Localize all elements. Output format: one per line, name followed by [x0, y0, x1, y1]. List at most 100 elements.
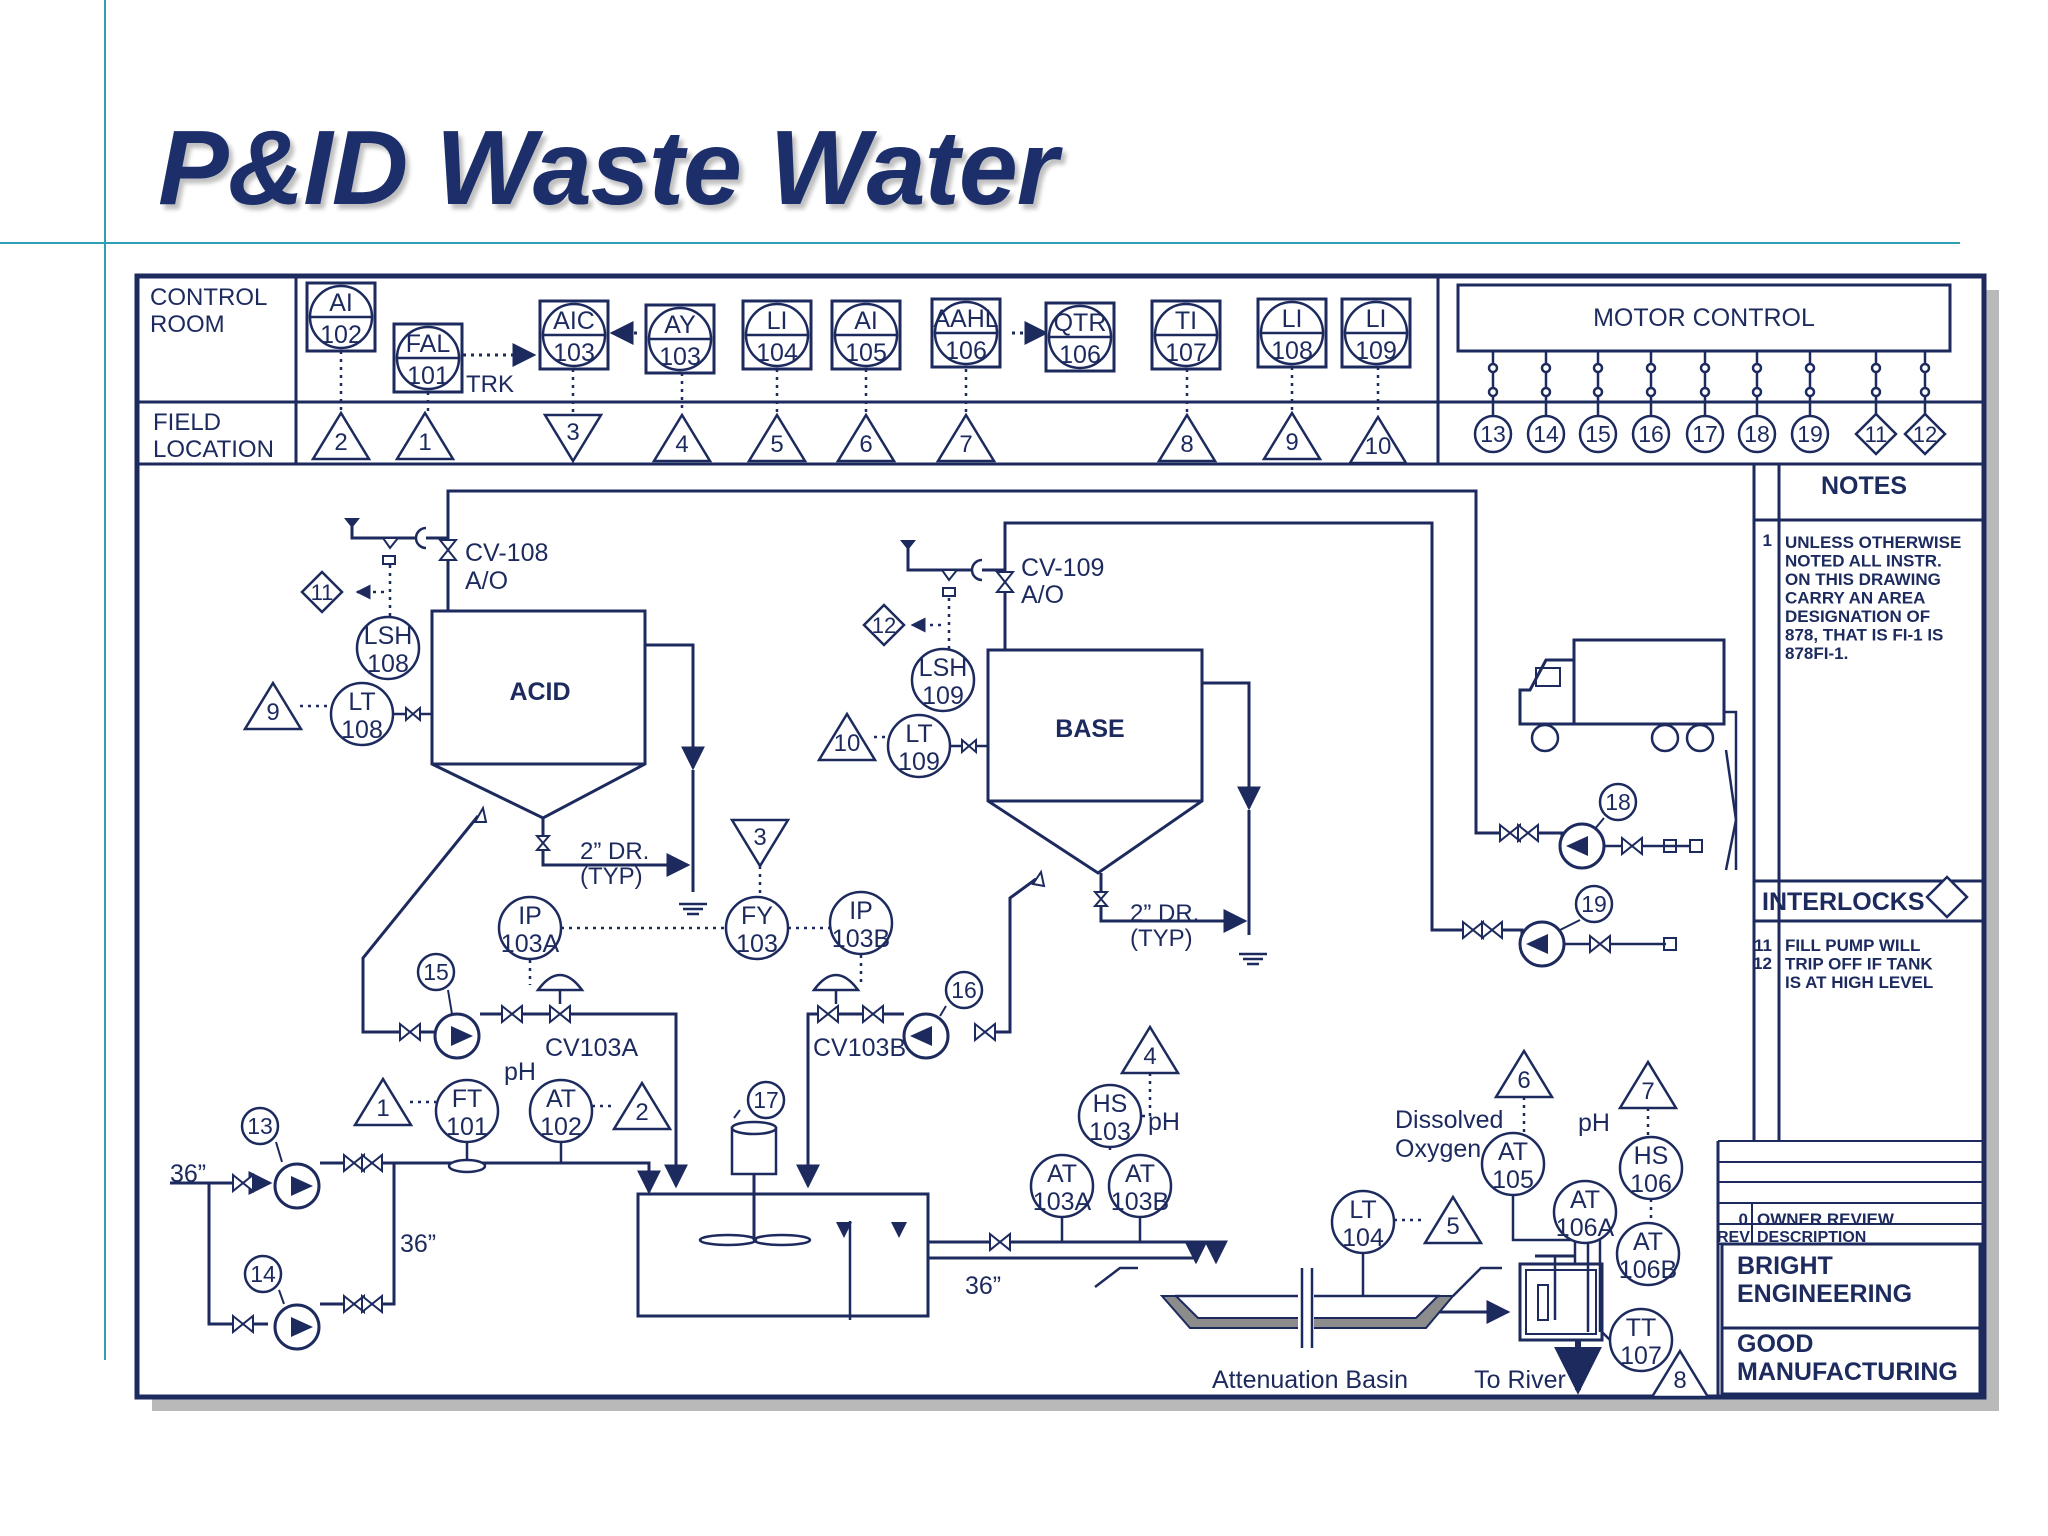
motor-diamond: 11: [1854, 412, 1898, 456]
instrument-number: 109: [922, 682, 964, 710]
triangle-number: 8: [1180, 431, 1193, 458]
process-triangle: 7: [1617, 1059, 1679, 1110]
instrument-tag: AT: [1125, 1160, 1155, 1188]
instrument-tag: HS: [1093, 1090, 1128, 1118]
solenoid-valve: [381, 537, 401, 550]
pump-number-bubble: 18: [1737, 414, 1777, 454]
pump-link: [939, 1005, 947, 1017]
level-arrow: [836, 1222, 852, 1238]
gate-valve: [501, 1003, 523, 1025]
hose-coupling: [1663, 839, 1677, 853]
pump-arrow: [291, 1317, 313, 1337]
triangle-shape: [935, 412, 997, 463]
pump-number-bubble: 14: [243, 1254, 283, 1294]
tap-valve: [405, 705, 421, 723]
acid-pump-suction: [361, 815, 480, 1034]
instrument-number: 106B: [1619, 1256, 1677, 1284]
base-tank: BASE: [986, 648, 1204, 875]
motor-contact: [1540, 386, 1552, 398]
field-triangle: 3: [542, 413, 604, 464]
drain-label: (TYP): [1130, 925, 1193, 952]
triangle-shape: [352, 1076, 414, 1127]
motor-contact: [1592, 362, 1604, 374]
instrument-circle: [1615, 1221, 1681, 1287]
pump-number: 19: [1797, 421, 1823, 447]
attenuation-basin-label: Attenuation Basin: [1212, 1366, 1408, 1394]
base-tank-label: BASE: [1055, 715, 1124, 743]
instrument-number: 108: [367, 650, 409, 678]
process-triangle: 6: [1493, 1048, 1555, 1099]
triangle-number: 10: [1365, 433, 1392, 460]
control-room-label: ROOM: [150, 311, 225, 338]
number-circle: [416, 952, 456, 992]
triangle-shape: [816, 711, 878, 762]
instrument-circle: [1107, 1153, 1173, 1219]
instrument-circle: [724, 895, 790, 961]
pump: [273, 1303, 321, 1351]
pump-number-bubble: 14: [1526, 414, 1566, 454]
ground-symbol: [679, 902, 707, 916]
tank-body: [986, 648, 1204, 875]
note-line: CARRY AN AREA: [1785, 589, 1925, 608]
instrument-number: 103: [1089, 1118, 1131, 1146]
actuator-dome: [811, 973, 861, 992]
tank-body: [430, 609, 647, 820]
instrument-tag: AT: [1047, 1160, 1077, 1188]
weir: [1537, 1284, 1549, 1321]
triangle-number: 1: [418, 429, 431, 456]
pipe-size-label: 36”: [170, 1160, 206, 1188]
instrument-number: 102: [540, 1113, 582, 1141]
gate-valve: [361, 1293, 383, 1315]
triangle-number: 6: [1517, 1067, 1530, 1094]
triangle-number: 6: [859, 431, 872, 458]
triangle-shape: [1649, 1348, 1711, 1399]
valve-body: [989, 1231, 1011, 1253]
instrument-number: 104: [1342, 1224, 1384, 1252]
pump-number: 15: [1585, 421, 1611, 447]
pump: [433, 1012, 481, 1060]
panel-box: [392, 322, 464, 394]
flow-element: [447, 1158, 487, 1174]
instrument-tag: FT: [452, 1085, 483, 1113]
valve-body: [232, 1313, 254, 1335]
gate-valve: [361, 1152, 383, 1174]
field-location-label: LOCATION: [153, 436, 274, 463]
triangle-number: 3: [566, 419, 579, 446]
triangle-shape: [746, 412, 808, 463]
to-river-label: To River: [1474, 1366, 1566, 1394]
instrument-tag: LT: [905, 720, 932, 748]
triangle-number: 10: [834, 730, 861, 757]
diamond-number: 12: [872, 613, 896, 638]
instrument-tag: FAL: [406, 330, 451, 358]
pump-link: [447, 989, 453, 1015]
pump-number: 16: [951, 977, 977, 1003]
instrument-circle: [886, 713, 952, 779]
instrument-number: 103: [736, 930, 778, 958]
gate-valve: [989, 1231, 1011, 1253]
field-triangle: 7: [935, 412, 997, 463]
instrument-number: 103B: [832, 925, 890, 953]
truck-wheel: [1530, 723, 1560, 753]
instrument-number: 106: [945, 337, 987, 365]
field-triangle: 5: [746, 412, 808, 463]
instrument-circle: [497, 895, 563, 961]
instrument-number: 108: [1271, 337, 1313, 365]
triangle-number: 2: [635, 1099, 648, 1126]
number-circle: [1685, 414, 1725, 454]
process-tap: [1511, 1195, 1577, 1264]
process-triangle: 3: [729, 818, 791, 869]
pump-number-bubble: 17: [1685, 414, 1725, 454]
truck-window: [1535, 667, 1561, 687]
pump-number: 15: [423, 959, 449, 985]
instrument-tag: LSH: [364, 622, 413, 650]
instrument-tag: TT: [1626, 1314, 1657, 1342]
motor-contact: [1870, 386, 1882, 398]
pump-arrow: [451, 1026, 473, 1046]
